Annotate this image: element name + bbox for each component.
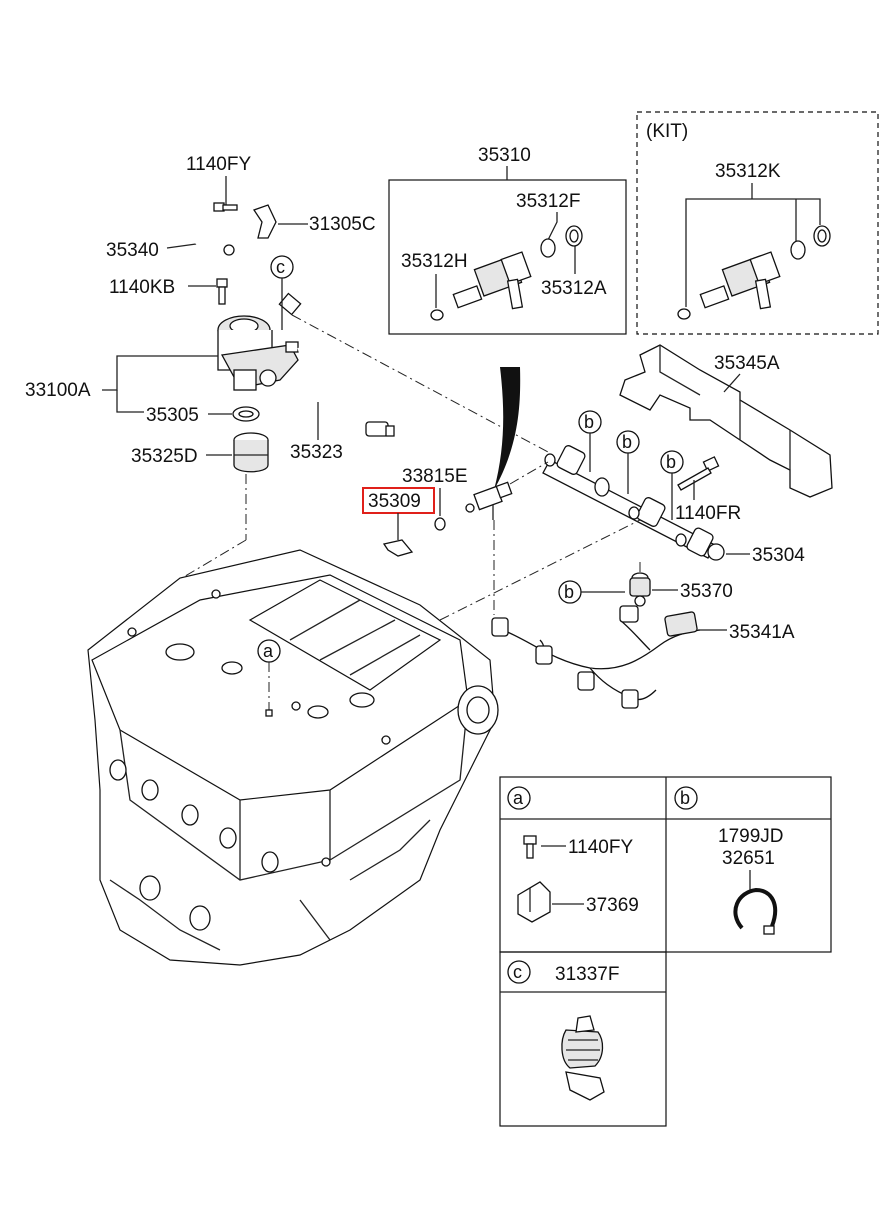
callout-b-rail-2: b	[616, 430, 640, 494]
legend-cell-a: a 1140FY 37369	[507, 786, 639, 923]
svg-text:a: a	[513, 788, 524, 808]
legend-table: a 1140FY 37369 b 1799JD 32651	[499, 776, 832, 1127]
injector-harness-group: 35341A	[491, 605, 795, 709]
bolt-icon	[216, 278, 228, 305]
label-1140FR[interactable]: 1140FR	[675, 503, 741, 524]
pressure-sensor-icon	[629, 572, 651, 607]
bracket-37369-icon	[517, 881, 551, 923]
legend-b-part-1[interactable]: 1799JD	[718, 826, 784, 847]
svg-text:b: b	[666, 452, 676, 472]
rail-injector-cups	[544, 445, 725, 561]
bolt-icon	[523, 835, 537, 859]
label-35304[interactable]: 35304	[752, 545, 805, 566]
legend-cell-b: b 1799JD 32651	[674, 786, 784, 935]
kit-box: (KIT) 35312K	[636, 111, 879, 335]
callout-b-rail-3: b	[660, 450, 684, 520]
injector-icon	[430, 225, 583, 321]
label-35312H[interactable]: 35312H	[401, 251, 468, 272]
fuel-rail-group: 35345A b b b 1140FR 35304	[542, 344, 833, 607]
rail-cover-icon	[619, 344, 833, 498]
svg-text:c: c	[276, 257, 285, 277]
label-kit: (KIT)	[646, 121, 688, 142]
tappet-icon	[233, 432, 269, 473]
clip-icon	[382, 539, 414, 557]
callout-b-rail-1: b	[578, 410, 602, 472]
kit-injector-icon	[677, 225, 831, 320]
svg-text:b: b	[680, 788, 690, 808]
fuel-pump-group: 1140FY 31305C 35340 c 1140KB	[25, 154, 395, 640]
injector-installed-icon	[465, 481, 513, 520]
engine-block-icon: a	[87, 549, 499, 966]
label-1140KB[interactable]: 1140KB	[109, 277, 175, 298]
label-35312K[interactable]: 35312K	[715, 161, 781, 182]
callout-c-pump: c	[270, 255, 294, 330]
label-35310[interactable]: 35310	[478, 145, 531, 166]
legend-b-part-2[interactable]: 32651	[722, 848, 775, 869]
legend-cell-c: c 31337F	[507, 960, 619, 1101]
label-35312F[interactable]: 35312F	[516, 191, 580, 212]
label-33815E[interactable]: 33815E	[402, 466, 468, 487]
label-35345A[interactable]: 35345A	[714, 353, 780, 374]
label-35341A[interactable]: 35341A	[729, 622, 795, 643]
callout-a-engine: a	[257, 639, 281, 717]
o-ring-icon	[232, 406, 260, 422]
injector-box: 35310 35312F 35312H 35312A	[388, 145, 627, 335]
label-35340[interactable]: 35340	[106, 240, 159, 261]
svg-text:b: b	[584, 412, 594, 432]
label-31305C[interactable]: 31305C	[309, 214, 376, 235]
injector-installed-group: 33815E 35309	[362, 461, 641, 621]
label-35323[interactable]: 35323	[290, 442, 343, 463]
label-35325D[interactable]: 35325D	[131, 446, 198, 467]
label-35312A[interactable]: 35312A	[541, 278, 607, 299]
svg-text:a: a	[263, 641, 274, 661]
label-1140FY-top[interactable]: 1140FY	[186, 154, 251, 175]
svg-text:c: c	[513, 962, 522, 982]
high-pressure-pump-icon	[217, 315, 299, 391]
bolt-1140FR-icon	[677, 456, 720, 491]
legend-a-part-2[interactable]: 37369	[586, 895, 639, 916]
pointer-arrow	[494, 367, 521, 490]
callout-b-sensor: b	[558, 580, 625, 604]
clamp-bracket-icon	[252, 204, 277, 239]
hose-clamp-icon	[733, 887, 778, 935]
legend-c-part-1[interactable]: 31337F	[555, 964, 619, 985]
label-35305[interactable]: 35305	[146, 405, 199, 426]
washer-icon	[434, 517, 446, 531]
svg-text:b: b	[564, 582, 574, 602]
svg-text:b: b	[622, 432, 632, 452]
legend-a-part-1[interactable]: 1140FY	[568, 837, 633, 858]
label-35370[interactable]: 35370	[680, 581, 733, 602]
pipe-clip-icon	[561, 1015, 605, 1101]
label-35309[interactable]: 35309	[368, 491, 421, 512]
bolt-icon	[213, 202, 238, 212]
label-33100A[interactable]: 33100A	[25, 380, 91, 401]
